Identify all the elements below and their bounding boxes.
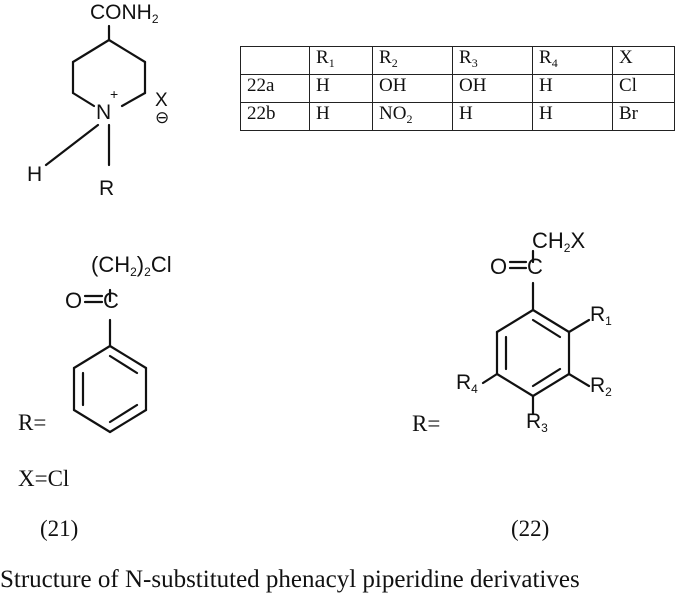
r3-subscript: 3 <box>541 421 548 435</box>
r-equals-21: R= <box>18 410 47 435</box>
table-cell: H <box>452 102 533 131</box>
ch2x-ch: CH <box>532 228 564 253</box>
r4-text: R <box>456 371 472 394</box>
amide-subscript: 2 <box>151 12 159 26</box>
compound-21-bonds <box>72 288 148 434</box>
table-row: 22a H OH OH H Cl <box>240 74 675 103</box>
r2-text: R <box>590 374 606 397</box>
carbonyl-carbon-21: C <box>103 288 119 313</box>
r1-subscript: 1 <box>605 314 612 328</box>
table-header-cell: R3 <box>452 46 533 75</box>
carbonyl-oxygen-22: O <box>490 254 508 279</box>
compound-22-bonds <box>481 249 591 416</box>
r4-label: R4 <box>456 371 478 396</box>
table-header-cell: X <box>612 46 675 75</box>
table-header-cell <box>240 46 310 75</box>
table-header-cell: R2 <box>372 46 453 75</box>
table-cell: H <box>309 74 373 103</box>
r2-subscript: 2 <box>605 385 612 399</box>
table-cell: Cl <box>612 74 675 103</box>
chain-subscript: 2 <box>130 265 137 279</box>
r3-label: R3 <box>526 410 548 435</box>
ch2x-label-22: CH2X <box>532 228 585 255</box>
table-cell: Br <box>612 102 675 131</box>
x-equals-21: X=Cl <box>18 466 70 491</box>
ch2x-x: X <box>570 228 586 253</box>
table-cell: NO2 <box>372 102 453 131</box>
r-group-label: R <box>99 177 115 200</box>
r-equals-22: R= <box>412 411 441 436</box>
r3-text: R <box>526 410 542 433</box>
chain-subscript-2: 2 <box>144 265 151 279</box>
substituent-table: R1 R2 R3 R4 X 22a H OH OH H Cl 22b H NO2… <box>240 46 675 131</box>
hydrogen-label: H <box>27 163 43 186</box>
amide-label: CONH2 <box>90 1 159 26</box>
table-cell: H <box>532 74 613 103</box>
carbonyl-oxygen-21: O <box>65 288 83 313</box>
chain-open: (CH <box>91 252 131 277</box>
table-header-row: R1 R2 R3 R4 X <box>240 46 675 75</box>
compound-number-21: (21) <box>40 516 79 541</box>
table-header-cell: R1 <box>309 46 373 75</box>
r1-text: R <box>590 303 606 326</box>
table-cell: 22b <box>240 102 310 131</box>
ch2x-subscript: 2 <box>563 241 571 255</box>
counter-ion-charge: ⊖ <box>155 108 170 127</box>
compound-number-22: (22) <box>511 516 550 541</box>
table-cell: H <box>309 102 373 131</box>
r1-label: R1 <box>590 303 612 328</box>
table-header-cell: R4 <box>532 46 613 75</box>
chain-label-21: (CH2)2Cl <box>91 252 172 279</box>
table-cell: OH <box>372 74 453 103</box>
table-cell: OH <box>452 74 533 103</box>
table-row: 22b H NO2 H H Br <box>240 102 675 131</box>
table-cell: H <box>532 102 613 131</box>
piperidine-ring <box>44 24 147 167</box>
chain-close: ) <box>136 252 145 277</box>
r2-label: R2 <box>590 374 612 399</box>
figure-caption: Structure of N-substituted phenacyl pipe… <box>0 566 580 593</box>
chain-end: Cl <box>150 252 172 277</box>
table-cell: 22a <box>240 74 310 103</box>
amide-text: CONH <box>90 1 152 24</box>
r4-subscript: 4 <box>471 382 478 396</box>
carbonyl-carbon-22: C <box>527 254 543 279</box>
nitrogen-charge: + <box>110 86 119 102</box>
counter-ion-label: X <box>155 90 168 111</box>
nitrogen-label: N <box>96 101 112 124</box>
